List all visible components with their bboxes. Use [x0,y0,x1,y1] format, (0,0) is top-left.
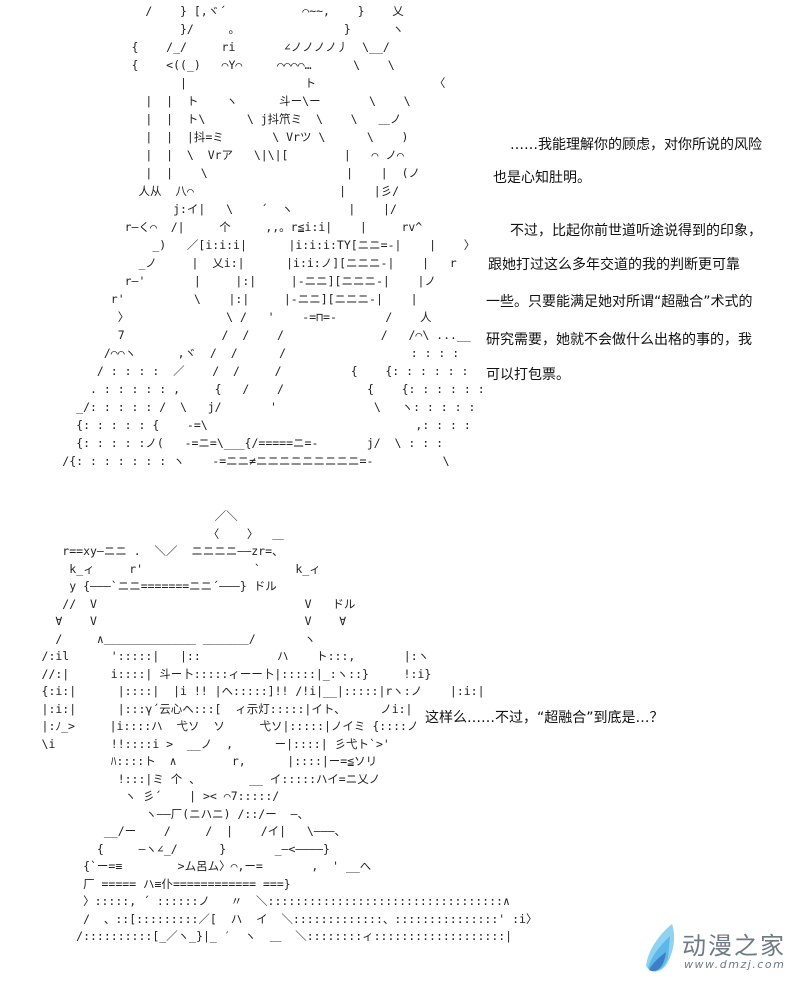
ascii-art-line: _ノ | 乂i:| |i:i:ノ][ニニニ-| | r [0,256,457,270]
dmzj-watermark: 动漫之家 www.dmzj.com [640,922,800,982]
ascii-art-line: . : : : : : , { / / { {: : : : : : [0,382,485,396]
narration-line: 研究需要，她就不会做什么出格的事的，我 [486,332,752,348]
ascii-art-line: / 、::[:::::::::／[ ハ イ ＼:::::::::::::、:::… [0,911,538,926]
ascii-art-line: !:::|ミ 个 、 __ イ:::::ハイ=ニ乂ノ [0,771,381,786]
ascii-art-line: /::::::::::[_／ヽ_}|_ ′ ヽ ＿ ＼::::::::ィ::::… [0,929,513,943]
ascii-art-line: }/ 。 } ヽ [0,22,404,36]
ascii-art-line: / } [,ヾ´ ⌒~~, } 乂 [0,4,404,18]
ascii-art-line: {:i:| |::::| |i !! |ヘ:::::]!! /!i|__|:::… [0,684,485,698]
ascii-art-top-character: / } [,ヾ´ ⌒~~, } 乂 }/ 。 } ヽ { /_/ ri ∠ノノノ… [0,2,485,470]
ascii-art-line: { /_/ ri ∠ノノノノ丿 \__/ [0,40,390,54]
ascii-art-line: {: : : : : { -=\ ,: : : : [0,418,471,432]
ascii-art-line: //:| i::::| 斗ー卜:::::ィーー卜|:::::|_:ヽ::} !:… [0,666,432,681]
ascii-art-line: | | |抖=ミ \ Vrツ \ \ ) [0,130,409,144]
narration-line: 也是心知肚明。 [493,170,591,186]
ascii-art-line: __/ー / / | /イ| \―――、 [0,824,347,838]
ascii-art-line: r' \ |:| |-ニニ][ニニニ-| | [0,292,418,306]
ascii-art-line: ﾊ::::ト ∧ r, |::::|ー=≦ソリ [0,754,378,768]
ascii-art-line: / : : : : ／ / / / { {: : : : : : [0,364,469,378]
narration-line: 一些。只要能满足她对所谓“超融合”术式的 [486,294,753,310]
ascii-art-line: | ト 〈 [0,76,446,90]
ascii-art-line: k_ィ r' ` k_ィ [0,561,321,576]
ascii-art-line: ∀ V V ∀ [0,614,347,628]
ascii-art-line: r―' | |:| |-ニニ][ニニニ-| |ノ [0,274,436,288]
ascii-art-line: /:il ':::::| |:: ハ ト:::, |:ヽ [0,649,430,663]
ascii-art-line: // V V ドル [0,596,356,611]
ascii-art-line: 〉:::::, ´ ::::::ノ 〃 ＼:::::::::::::::::::… [0,894,510,908]
ascii-art-line: 人从 八⌒ | |彡/ [0,184,400,198]
ascii-art-line: |:ﾉ_> |i::::ハ 弋ソ ソ 弋ソ|:::::|ノイミ {::::ノ [0,719,419,733]
ascii-art-line: 〉 \ / ' -=⊓=- / 人 [0,310,432,324]
ascii-art-line: ヽ――厂(ニハニ) /::/ー ―、 [0,806,309,821]
ascii-art-line: y {―――`ニニ=======ニニ´―――} ドル [0,579,277,593]
narration-line: 不过，比起你前世道听途说得到的印象， [510,223,762,239]
watermark-title: 动漫之家 [682,932,786,960]
ascii-art-line: | | ト\ \ j抖笊ミ \ \ ＿ノ [0,112,402,126]
narration-line: 可以打包票。 [486,367,570,383]
ascii-art-line: / ∧＿＿＿＿＿＿＿＿ ＿＿＿＿/ ヽ [0,631,316,646]
ascii-art-line: /{: : : : : : : ヽ -=ニニ≠ニニニニニニニニニ=- \ [0,454,450,468]
ascii-art-line: j:イ| \ ´ ヽ | |/ [0,202,397,216]
ascii-art-line: { <((_) ⌒Y⌒ ⌒⌒⌒⌒… \ \ [0,58,395,72]
ascii-art-line: 厂 ===== ハ≡仆============ ===} [0,876,291,891]
narration-question: 这样么……不过，“超融合”到底是…？ [425,710,664,726]
ascii-art-line: |:i:| |:::γ´云心ヘ:::[ ィ示灯:::::|イト、 ノi:| [0,701,413,716]
ascii-art-line: ／＼ [0,509,238,523]
ascii-art-line: {`ー=≡ >ム呂ム〉⌒,ー= , ' __へ [0,859,372,873]
ascii-art-bottom-character: ／＼ 〈 〉 ＿ r==xy―ニニ . ＼／ ニニニニ――zr=、 k_ィ r'… [0,508,538,946]
narration-line: 跟她打过这么多年交道的我的判断更可靠 [488,257,740,273]
ascii-art-line: _/: : : : : / \ j/ ' \ ヽ: : : : : [0,400,476,414]
ascii-art-line: 7 / / / / /⌒\ ...__ [0,328,471,342]
ascii-art-line: | | \ Vrア \|\|[ | ⌒ ノ⌒ [0,148,404,162]
ascii-art-line: r―く⌒ /| 个 ,,。r≦i:i| | rv^ [0,220,423,234]
narration-line: ……我能理解你的顾虑，对你所说的风险 [510,137,762,153]
ascii-art-line: r==xy―ニニ . ＼／ ニニニニ――zr=、 [0,544,284,558]
ascii-art-line: \i !!::::i > __ノ , ー|::::| 彡弋ト`>' [0,736,390,751]
ascii-art-line: {: : : : :ノ( -=ニ=\___{/=====ニ=- j/ \ : :… [0,436,443,450]
ascii-art-line: /⌒⌒ヽ ,ヾ / / / : : : : [0,346,460,360]
ascii-art-line: 〈 〉 ＿ [0,526,284,541]
watermark-url: www.dmzj.com [684,958,786,971]
ascii-art-line: ヽ 彡´ | >< ⌒7:::::/ [0,789,280,803]
ascii-art-line: | | ト ヽ 斗ー\ー \ \ [0,94,411,108]
ascii-art-line: { ―ヽ∠_/ } _―<――――} [0,841,330,856]
feather-logo-icon [646,924,675,972]
ascii-art-line: | | \ | | (ノ [0,166,420,180]
ascii-art-line: _) ／[i:i:i| |i:i:i:TY[ニニ=-| | 〉 [0,238,476,252]
